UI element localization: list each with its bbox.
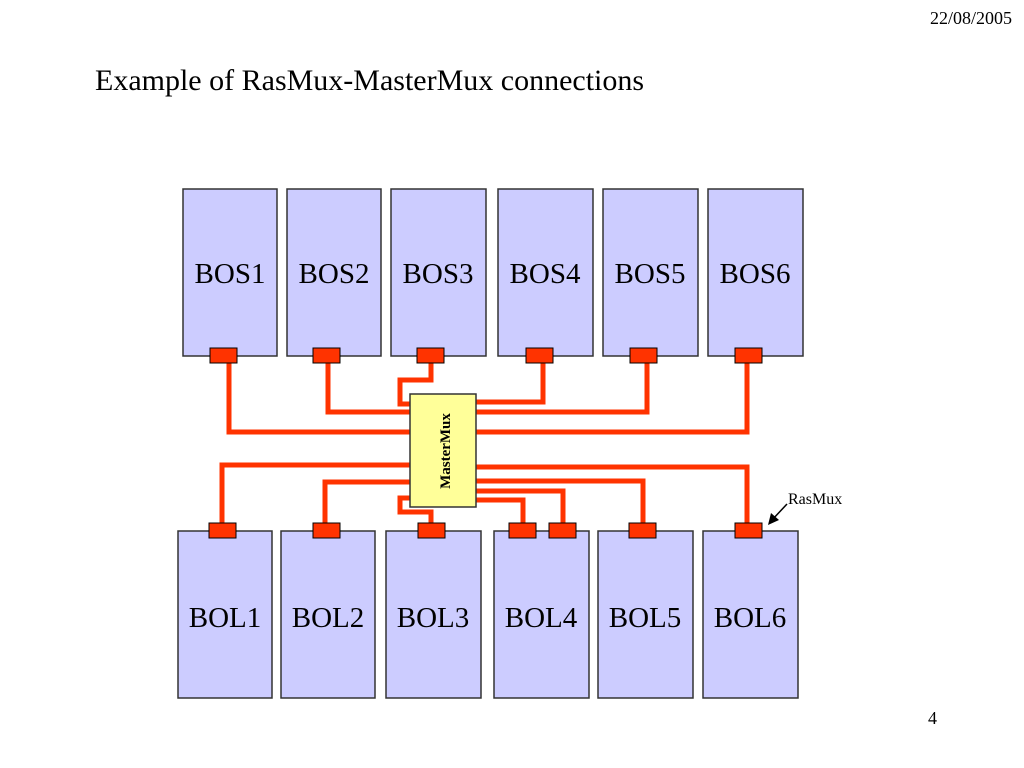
chamber-bos2: BOS2 (286, 188, 382, 357)
cables (219, 362, 750, 524)
chamber-label: BOS3 (403, 258, 474, 290)
bottom-chambers: BOL1 BOL2 BOL3 BOL4 BOL5 BOL6 (177, 530, 799, 699)
rasmux-module-bos6 (734, 347, 763, 364)
cable-bol3 (397, 495, 434, 524)
chamber-label: BOL6 (714, 602, 787, 634)
rasmux-module-bos3 (416, 347, 445, 364)
rasmux-module-bos1 (209, 347, 238, 364)
chamber-label: BOS5 (615, 258, 686, 290)
rasmux-module-bol5 (628, 522, 657, 539)
top-chambers: BOS1 BOS2 BOS3 BOS4 BOS5 BOS6 (182, 188, 804, 357)
page-number: 4 (928, 708, 937, 728)
slide-title: Example of RasMux-MasterMux connections (95, 64, 645, 97)
rasmux-modules-top (209, 347, 763, 364)
rasmux-module-bol6 (734, 522, 763, 539)
rasmux-module-bos4 (525, 347, 554, 364)
chamber-label: BOS6 (720, 258, 791, 290)
rasmux-module-bol2 (312, 522, 341, 539)
rasmux-module-bos5 (629, 347, 658, 364)
chamber-label: BOL5 (609, 602, 682, 634)
cable-bol6 (476, 464, 750, 524)
chamber-label: BOS1 (195, 258, 266, 290)
chamber-bol5: BOL5 (597, 530, 694, 699)
mastermux: MasterMux (409, 393, 477, 508)
cable-bos4 (476, 362, 546, 405)
chamber-label: BOS4 (510, 258, 581, 290)
cable-bos1 (226, 362, 410, 435)
chamber-bos5: BOS5 (602, 188, 699, 357)
chamber-bos1: BOS1 (182, 188, 278, 357)
rasmux-module-bol4b (548, 522, 577, 539)
rasmux-module-bol4a (508, 522, 537, 539)
rasmux-module-bol1 (208, 522, 237, 539)
chamber-bol4: BOL4 (493, 530, 590, 699)
chamber-bol3: BOL3 (385, 530, 482, 699)
chamber-label: BOL3 (397, 602, 470, 634)
cable-bos2 (325, 362, 410, 415)
chamber-label: BOS2 (299, 258, 370, 290)
rasmux-module-bos2 (312, 347, 341, 364)
chamber-label: BOL4 (505, 602, 578, 634)
rasmux-modules-bottom (208, 522, 763, 539)
chamber-bol1: BOL1 (177, 530, 273, 699)
cable-bos6 (476, 362, 750, 435)
arrowhead-icon (768, 513, 779, 525)
cable-bol2 (322, 479, 410, 524)
mastermux-label: MasterMux (438, 413, 454, 489)
rasmux-callout: RasMux (768, 491, 842, 525)
slide-date: 22/08/2005 (929, 8, 1012, 28)
chamber-bos6: BOS6 (707, 188, 804, 357)
cable-bol5 (476, 478, 646, 524)
cable-bol1 (219, 462, 410, 524)
chamber-bol6: BOL6 (702, 530, 799, 699)
chamber-bol2: BOL2 (280, 530, 376, 699)
cable-bol4a (476, 497, 526, 524)
rasmux-module-bol3 (417, 522, 446, 539)
cable-bol4b (476, 488, 566, 524)
chamber-bos4: BOS4 (497, 188, 594, 357)
rasmux-label: RasMux (788, 491, 842, 508)
cable-bos5 (476, 362, 650, 415)
cable-bos3 (397, 362, 434, 407)
chamber-label: BOL2 (292, 602, 365, 634)
chamber-bos3: BOS3 (390, 188, 487, 357)
chamber-label: BOL1 (189, 602, 262, 634)
